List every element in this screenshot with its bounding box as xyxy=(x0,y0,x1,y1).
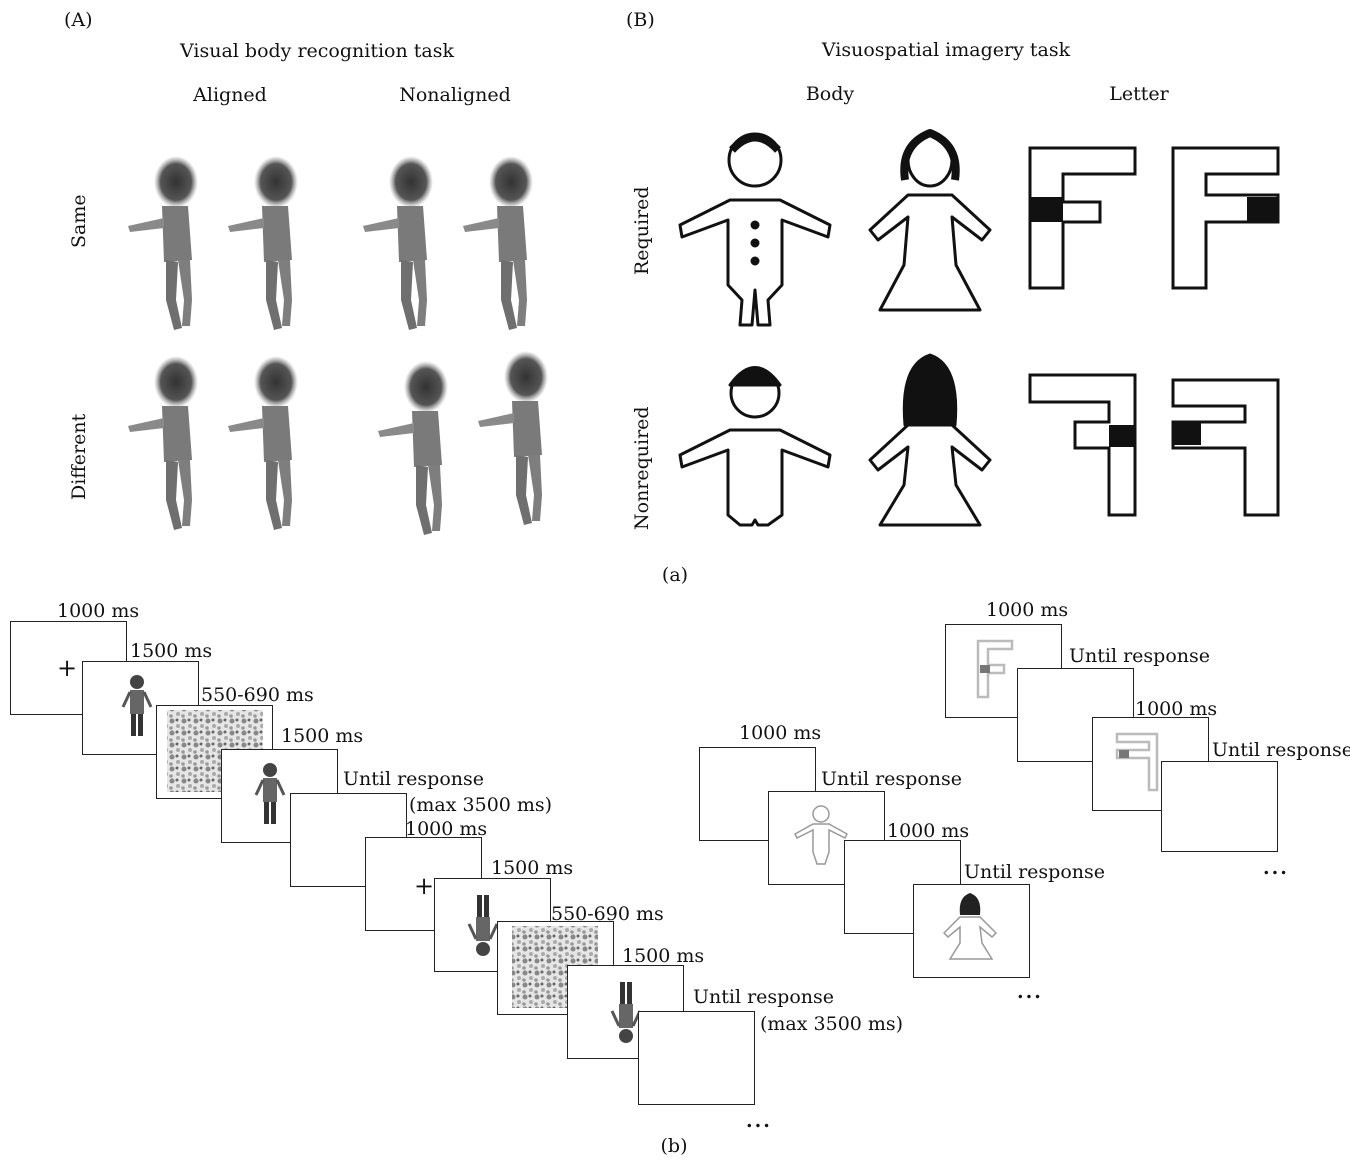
row-same: Same xyxy=(68,194,90,248)
col-aligned: Aligned xyxy=(193,84,267,106)
frame-blank-4 xyxy=(1161,761,1278,852)
letter-grid xyxy=(1028,146,1280,517)
photo-different-nonaligned-1 xyxy=(378,361,448,535)
fixation-cross: + xyxy=(414,872,435,900)
timing-label: (max 3500 ms) xyxy=(760,1013,904,1035)
letter-F-required-1 xyxy=(1028,146,1137,290)
timing-label: 1500 ms xyxy=(491,857,574,879)
continuation-ellipsis: ... xyxy=(1017,981,1043,1003)
girl-drawing-icon xyxy=(942,893,998,960)
label-B: (B) xyxy=(626,9,655,31)
timing-label: Until response xyxy=(693,986,834,1008)
col-nonaligned: Nonaligned xyxy=(399,84,511,106)
timing-label: 1500 ms xyxy=(622,945,705,967)
body-upright-icon xyxy=(121,675,153,736)
body-drawing-grid xyxy=(678,129,992,527)
row-nonrequired: Nonrequired xyxy=(631,406,653,530)
col-letter: Letter xyxy=(1109,83,1169,105)
timing-label: 1000 ms xyxy=(887,820,970,842)
timing-label: Until response xyxy=(343,768,484,790)
photo-same-nonaligned-2 xyxy=(463,156,533,330)
caption-b: (b) xyxy=(660,1135,688,1157)
letter-F-nonrequired-2 xyxy=(1171,378,1280,517)
timing-label: Until response xyxy=(1212,739,1350,761)
row-required: Required xyxy=(631,186,653,275)
photo-same-aligned-1 xyxy=(128,156,198,330)
timing-label: 1500 ms xyxy=(130,640,213,662)
timing-label: 1500 ms xyxy=(281,725,364,747)
boy-drawing-icon xyxy=(794,805,848,865)
photo-same-nonaligned-1 xyxy=(363,156,433,330)
body-photo-grid xyxy=(128,156,548,535)
continuation-ellipsis: ... xyxy=(746,1110,772,1132)
photo-same-aligned-2 xyxy=(228,156,298,330)
col-body: Body xyxy=(805,83,855,105)
timing-label: (max 3500 ms) xyxy=(409,794,553,816)
body-inverted-icon xyxy=(610,982,642,1043)
letter-F-required-2 xyxy=(1171,146,1280,290)
letter-F-icon xyxy=(976,639,1014,699)
frame-mask-2 xyxy=(497,921,614,1015)
letter-F-nonrequired-1 xyxy=(1028,373,1137,517)
timing-label: 1000 ms xyxy=(986,599,1069,621)
timing-label: Until response xyxy=(1069,645,1210,667)
timing-label: 1000 ms xyxy=(739,722,822,744)
photo-different-aligned-1 xyxy=(128,356,198,530)
title-visuospatial-task: Visuospatial imagery task xyxy=(821,39,1071,61)
caption-a: (a) xyxy=(661,564,689,586)
timing-label: 1000 ms xyxy=(57,600,140,622)
timing-label: 1000 ms xyxy=(405,818,488,840)
timing-label: 550-690 ms xyxy=(551,903,664,925)
label-A: (A) xyxy=(64,9,93,31)
body-inverted-icon xyxy=(467,895,499,956)
frame-response-2 xyxy=(638,1011,755,1105)
timing-label: Until response xyxy=(821,768,962,790)
body-upright-icon xyxy=(254,763,286,824)
timing-label: Until response xyxy=(964,861,1105,883)
photo-different-aligned-2 xyxy=(228,356,298,530)
timing-label: 550-690 ms xyxy=(201,684,314,706)
continuation-ellipsis: ... xyxy=(1263,857,1289,879)
letter-F-icon xyxy=(1115,732,1159,792)
row-different: Different xyxy=(68,413,90,500)
fixation-cross: + xyxy=(57,654,78,682)
title-visual-body-task: Visual body recognition task xyxy=(180,40,454,62)
frame-girl-drawing xyxy=(913,884,1030,978)
photo-different-nonaligned-2 xyxy=(478,351,548,525)
timing-label: 1000 ms xyxy=(1135,698,1218,720)
